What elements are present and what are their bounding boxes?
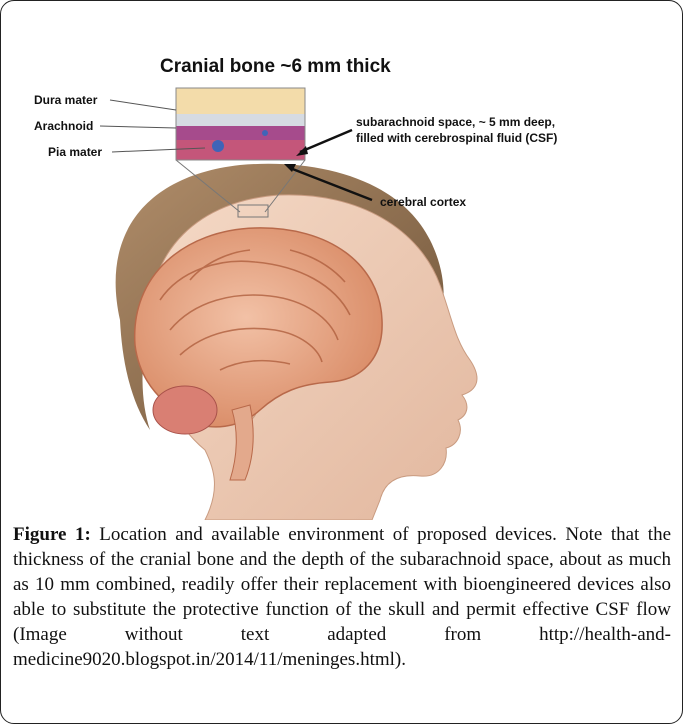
label-cerebral-cortex: cerebral cortex [380, 195, 466, 209]
meninges-inset [176, 88, 305, 160]
arrow-subarachnoid [300, 130, 352, 152]
label-pia-mater: Pia mater [48, 145, 102, 159]
label-arachnoid: Arachnoid [34, 119, 93, 133]
label-dura-mater: Dura mater [34, 93, 98, 107]
figure-caption: Figure 1: Location and available environ… [13, 522, 671, 672]
leader-dura [110, 100, 176, 110]
anatomy-illustration: Cranial bone ~6 mm thick Dura mater Arac… [0, 0, 683, 520]
label-subarachnoid-line2: filled with cerebrospinal fluid (CSF) [356, 131, 557, 145]
cerebellum-shape [153, 386, 217, 434]
figure-title: Cranial bone ~6 mm thick [160, 56, 391, 77]
label-subarachnoid-line1: subarachnoid space, ~ 5 mm deep, [356, 115, 555, 129]
caption-label: Figure 1: [13, 524, 91, 545]
caption-text: Location and available environment of pr… [13, 524, 671, 670]
leader-arachnoid [100, 126, 176, 128]
